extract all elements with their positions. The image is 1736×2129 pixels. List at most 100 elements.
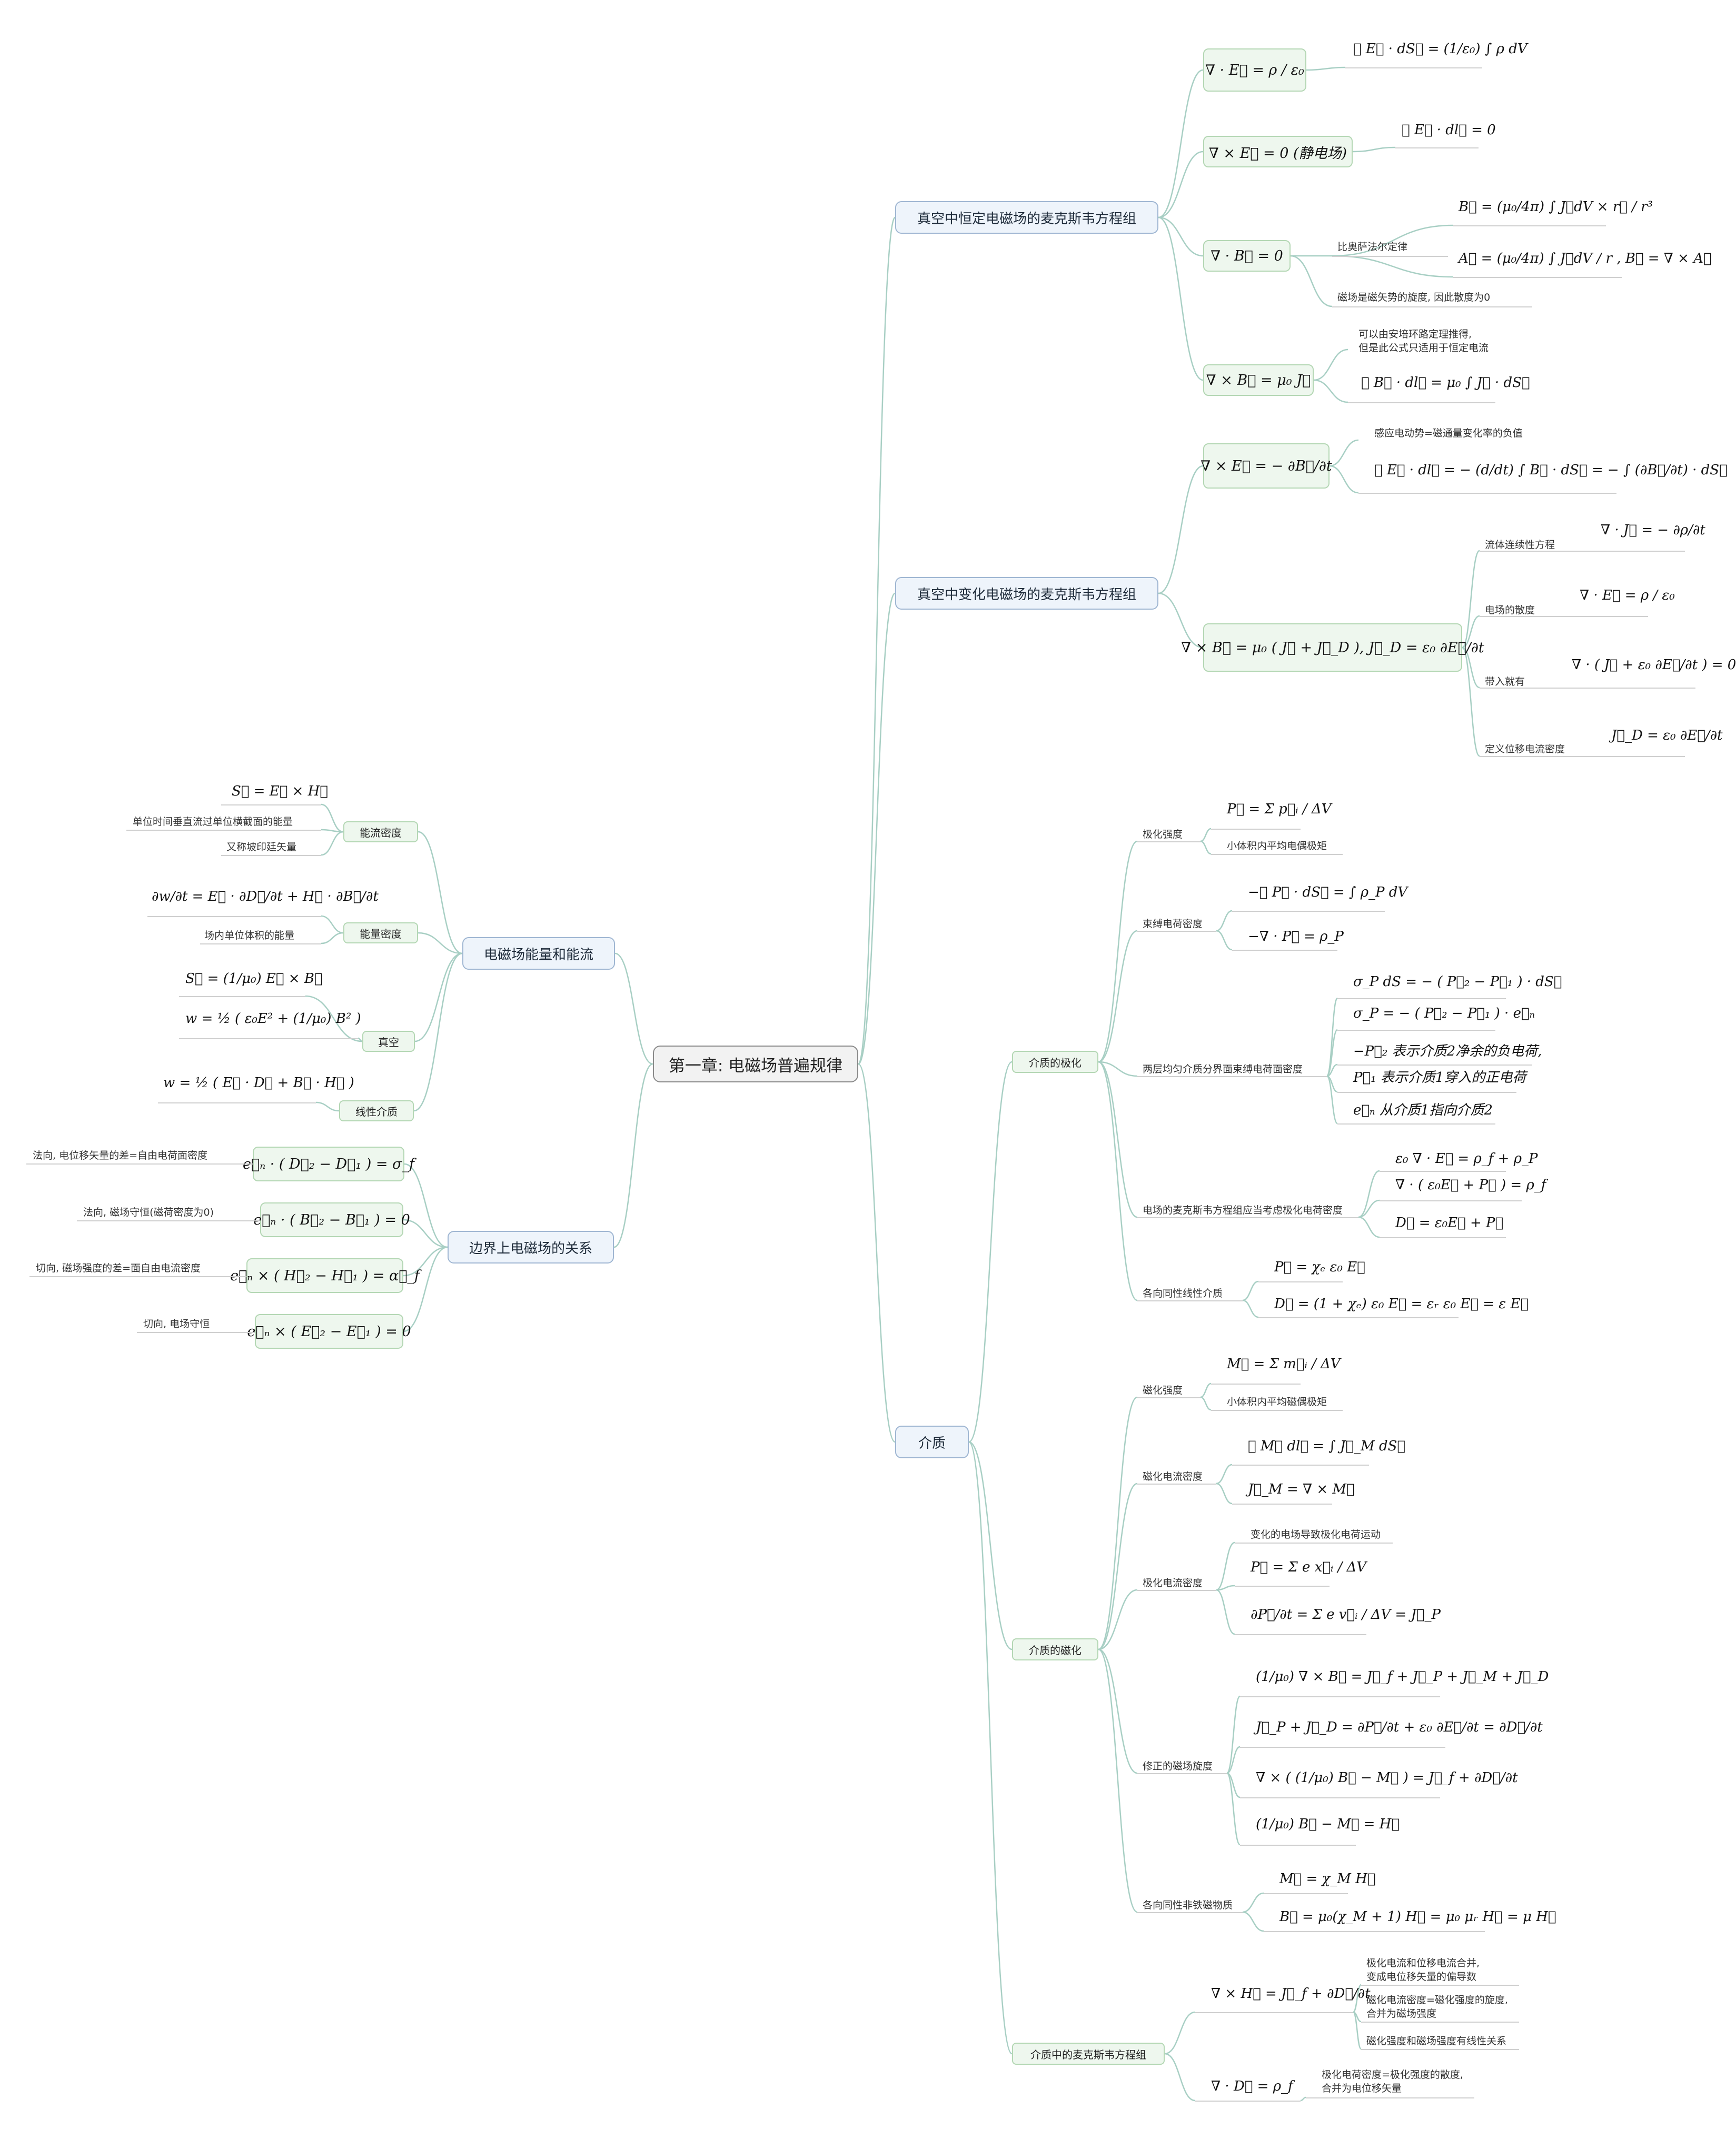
underline xyxy=(1337,1092,1516,1093)
ampere-maxwell-node[interactable]: ∇ × B⃗ = μ₀ ( J⃗ + J⃗_D ), J⃗_D = ε₀ ∂E⃗… xyxy=(1181,623,1484,672)
underline xyxy=(1240,1747,1445,1748)
nonferro-1: M⃗ = χ_M H⃗ xyxy=(1279,1871,1376,1887)
ampere-maxwell-eq: ∇ × B⃗ = μ₀ ( J⃗ + J⃗_D ), J⃗_D = ε₀ ∂E⃗… xyxy=(1181,639,1484,656)
mm-note-1b: 变成电位移矢量的偏导数 xyxy=(1366,1971,1477,1983)
underline xyxy=(221,804,321,805)
energy-density-tag[interactable]: 能量密度 xyxy=(343,922,418,943)
root-node[interactable]: 第一章: 电磁场普遍规律 xyxy=(653,1046,858,1082)
vacuum-tag[interactable]: 真空 xyxy=(362,1031,415,1052)
boundary-d-node[interactable]: e⃗ₙ · ( D⃗₂ − D⃗₁ ) = σ_f xyxy=(243,1147,414,1181)
connector-link xyxy=(1216,1464,1233,1485)
connector-link xyxy=(1313,349,1348,381)
connector-link xyxy=(321,932,344,944)
maxwell-media-node[interactable]: 介质中的麦克斯韦方程组 xyxy=(1012,2043,1165,2065)
continuity-label: 流体连续性方程 xyxy=(1485,539,1555,551)
linear-media-tag[interactable]: 线性介质 xyxy=(339,1100,414,1121)
density-note: 场内单位体积的能量 xyxy=(204,930,295,941)
surface-note-2: P⃗₁ 表示介质1穿入的正电荷 xyxy=(1353,1070,1526,1086)
gauss-law-node[interactable]: ∇ · E⃗ = ρ / ε₀ xyxy=(1203,48,1306,92)
connector-link xyxy=(1226,1746,1241,1774)
connector-link xyxy=(1226,1772,1241,1846)
connector-link xyxy=(1329,465,1359,494)
biot-savart-label: 比奥萨法尔定律 xyxy=(1337,241,1408,253)
faraday-node[interactable]: ∇ × E⃗ = − ∂B⃗/∂t xyxy=(1201,443,1332,489)
nonferro-label: 各向同性非铁磁物质 xyxy=(1143,1899,1233,1911)
boundary-b-node[interactable]: e⃗ₙ · ( B⃗₂ − B⃗₁ ) = 0 xyxy=(253,1202,410,1237)
connector-link xyxy=(1200,1396,1212,1411)
div-b-node[interactable]: ∇ · B⃗ = 0 xyxy=(1203,240,1291,272)
connector-link xyxy=(1358,1199,1380,1218)
curl-e-integral: ∮ E⃗ · dl⃗ = 0 xyxy=(1402,122,1496,138)
branch-varying-title: 真空中变化电磁场的麦克斯韦方程组 xyxy=(917,586,1136,603)
connector-link xyxy=(418,831,463,954)
underline xyxy=(1306,2097,1474,2098)
gauss-law-eq: ∇ · E⃗ = ρ / ε₀ xyxy=(1205,62,1304,78)
energy-flux-tag[interactable]: 能流密度 xyxy=(343,821,418,842)
surface-formula-2: σ_P = − ( P⃗₂ − P⃗₁ ) · e⃗ₙ xyxy=(1353,1006,1535,1021)
linear-media-formula: w = ½ ( E⃗ · D⃗ + B⃗ · H⃗ ) xyxy=(163,1075,354,1091)
connector-link xyxy=(321,915,344,934)
branch-energy[interactable]: 电磁场能量和能流 xyxy=(462,937,615,970)
connector-link xyxy=(1098,930,1138,1063)
connector-link xyxy=(418,932,463,954)
underline xyxy=(158,1102,316,1103)
underline xyxy=(1358,493,1616,494)
connector-link xyxy=(1326,1075,1338,1125)
faraday-note: 感应电动势=磁通量变化率的负值 xyxy=(1374,427,1523,439)
underline xyxy=(1137,931,1216,932)
underline xyxy=(147,916,321,917)
curl-e-static-node[interactable]: ∇ × E⃗ = 0 (静电场) xyxy=(1203,136,1353,167)
connector-link xyxy=(1306,66,1346,71)
pol-maxwell-1: ε₀ ∇ · E⃗ = ρ_f + ρ_P xyxy=(1395,1151,1538,1167)
underline xyxy=(77,1220,260,1221)
underline xyxy=(1361,2049,1519,2050)
connector-link xyxy=(321,831,344,856)
underline xyxy=(1258,1317,1459,1318)
surface-charge-label: 两层均匀介质分界面束缚电荷面密度 xyxy=(1143,1063,1303,1075)
linear-dielectric-1: P⃗ = χₑ ε₀ E⃗ xyxy=(1274,1259,1365,1275)
connector-link xyxy=(1216,1589,1235,1635)
branch-static-maxwell[interactable]: 真空中恒定电磁场的麦克斯韦方程组 xyxy=(895,201,1158,234)
branch-varying-maxwell[interactable]: 真空中变化电磁场的麦克斯韦方程组 xyxy=(895,577,1158,610)
boundary-h-node[interactable]: e⃗ₙ × ( H⃗₂ − H⃗₁ ) = α⃗_f xyxy=(230,1258,420,1293)
connector-link xyxy=(1158,151,1204,218)
branch-media[interactable]: 介质 xyxy=(895,1426,969,1458)
connector-link xyxy=(1098,1396,1138,1650)
underline xyxy=(1195,2101,1301,2102)
underline xyxy=(1211,1410,1343,1411)
substitute-formula: ∇ · ( J⃗ + ε₀ ∂E⃗/∂t ) = 0 xyxy=(1572,657,1736,673)
underline xyxy=(1232,911,1385,912)
ampere-static-node[interactable]: ∇ × B⃗ = μ₀ J⃗ xyxy=(1203,364,1314,396)
connector-link xyxy=(1216,1541,1235,1591)
bound-charge-label: 束缚电荷密度 xyxy=(1143,918,1203,930)
connector-link xyxy=(1098,1648,1138,1774)
connector-link xyxy=(1242,1911,1264,1932)
boundary-d-note: 法向, 电位移矢量的差=自由电荷面密度 xyxy=(33,1150,207,1161)
continuity-formula: ∇ · J⃗ = − ∂ρ/∂t xyxy=(1601,522,1705,538)
curl-h-1: (1/μ₀) ∇ × B⃗ = J⃗_f + J⃗_P + J⃗_M + J⃗_… xyxy=(1256,1669,1549,1685)
surface-note-1: −P⃗₂ 表示介质2净余的负电荷, xyxy=(1353,1043,1542,1059)
pol-current-note: 变化的电场导致极化电荷运动 xyxy=(1251,1529,1381,1540)
underline xyxy=(200,943,321,944)
div-e-formula: ∇ · E⃗ = ρ / ε₀ xyxy=(1580,588,1675,603)
boundary-e-node[interactable]: e⃗ₙ × ( E⃗₂ − E⃗₁ ) = 0 xyxy=(247,1314,411,1349)
connector-link xyxy=(858,1063,896,1443)
connector-link xyxy=(857,592,896,1065)
underline xyxy=(1137,1076,1327,1077)
connector-link xyxy=(1462,646,1480,689)
underline xyxy=(179,996,305,997)
magnetization-node[interactable]: 介质的磁化 xyxy=(1012,1638,1098,1660)
underline xyxy=(1380,1200,1522,1201)
connector-link xyxy=(414,952,463,1042)
branch-static-title: 真空中恒定电磁场的麦克斯韦方程组 xyxy=(917,211,1136,227)
ampere-note-1: 可以由安培环路定理推得, xyxy=(1358,329,1472,340)
pol-strength-formula: P⃗ = Σ p⃗ᵢ / ΔV xyxy=(1227,801,1332,817)
mag-current-1: ∮ M⃗ dl⃗ = ∫ J⃗_M dS⃗ xyxy=(1248,1438,1406,1454)
underline xyxy=(1232,950,1337,951)
pol-strength-label: 极化强度 xyxy=(1143,829,1183,840)
energy-flux-title: 能流密度 xyxy=(360,826,402,839)
branch-boundary[interactable]: 边界上电磁场的关系 xyxy=(448,1231,614,1264)
polarization-node[interactable]: 介质的极化 xyxy=(1012,1051,1098,1073)
curl-e-static-eq: ∇ × E⃗ = 0 (静电场) xyxy=(1208,145,1347,162)
nonferro-2: B⃗ = μ₀(χ_M + 1) H⃗ = μ₀ μᵣ H⃗ = μ H⃗ xyxy=(1279,1909,1556,1925)
